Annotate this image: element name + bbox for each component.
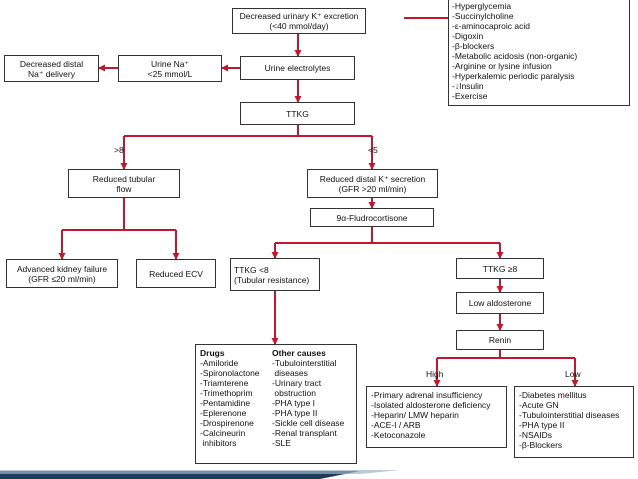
list-item: -Eplerenone bbox=[200, 408, 247, 418]
list-item: -PHA type II bbox=[272, 408, 318, 418]
drugs-heading: Drugs bbox=[200, 348, 225, 358]
high-renin-causes-box: -Primary adrenal insufficiency -Isolated… bbox=[366, 386, 507, 448]
low-renin-causes-box: -Diabetes mellitus -Acute GN -Tubulointe… bbox=[514, 386, 634, 458]
list-item: -ACE-I / ARB bbox=[371, 420, 421, 430]
list-item: -Pentamidine bbox=[200, 398, 251, 408]
list-item: -Amiloride bbox=[200, 358, 239, 368]
urine-na-node: Urine Na⁺ <25 mmol/L bbox=[118, 55, 222, 82]
list-item: -↓Insulin bbox=[452, 81, 484, 91]
list-item: -Tubulointerstitial bbox=[272, 358, 337, 368]
other-causes-column: Other causes -Tubulointerstitial disease… bbox=[272, 348, 344, 448]
tubular-resistance-causes-box: Drugs -Amiloride -Spironolactone -Triamt… bbox=[195, 344, 357, 464]
list-item: -Calcineurin bbox=[200, 428, 246, 438]
urine-electrolytes-node: Urine electrolytes bbox=[240, 56, 355, 80]
edge-label-high: High bbox=[426, 369, 444, 379]
decreased-distal-na-node: Decreased distal Na⁺ delivery bbox=[4, 55, 99, 82]
list-item: -Triamterene bbox=[200, 378, 249, 388]
list-item: -Acute GN bbox=[519, 400, 559, 410]
list-item: -Arginine or lysine infusion bbox=[452, 61, 552, 71]
list-item: obstruction bbox=[272, 388, 316, 398]
ttkg-node: TTKG bbox=[240, 102, 355, 125]
list-item: -β-blockers bbox=[452, 41, 495, 51]
list-item: -Tubulointerstitial diseases bbox=[519, 410, 620, 420]
decreased-urinary-k-excretion-node: Decreased urinary K⁺ excretion (<40 mmol… bbox=[232, 8, 366, 34]
drugs-column: Drugs -Amiloride -Spironolactone -Triamt… bbox=[200, 348, 260, 448]
reduced-distal-k-secretion-node: Reduced distal K⁺ secretion (GFR >20 ml/… bbox=[307, 169, 438, 198]
list-item: -Isolated aldosterone deficiency bbox=[371, 400, 491, 410]
list-item: -PHA type II bbox=[519, 420, 565, 430]
list-item: -Exercise bbox=[452, 91, 488, 101]
list-item: -Heparin/ LMW heparin bbox=[371, 410, 459, 420]
list-item: -Succinylcholine bbox=[452, 11, 514, 21]
list-item: inhibitors bbox=[200, 438, 237, 448]
list-item: -Spironolactone bbox=[200, 368, 260, 378]
list-item: -NSAIDs bbox=[519, 430, 553, 440]
edge-label-lt5: <5 bbox=[368, 145, 378, 155]
list-item: -SLE bbox=[272, 438, 291, 448]
edge-label-gt8: >8 bbox=[114, 145, 124, 155]
list-item: -ε-aminocaproic acid bbox=[452, 21, 530, 31]
list-item: -PHA type I bbox=[272, 398, 315, 408]
reduced-ecv-node: Reduced ECV bbox=[136, 259, 216, 288]
list-item: -Hyperkalemic periodic paralysis bbox=[452, 71, 575, 81]
list-item: -Diabetes mellitus bbox=[519, 390, 587, 400]
slide-footer-bar bbox=[0, 470, 400, 479]
list-item: -Urinary tract bbox=[272, 378, 322, 388]
list-item: -Drospirenone bbox=[200, 418, 254, 428]
list-item: -Primary adrenal insufficiency bbox=[371, 390, 483, 400]
list-item: -β-Blockers bbox=[519, 440, 563, 450]
edge-label-low: Low bbox=[565, 369, 581, 379]
list-item: -Digoxin bbox=[452, 31, 484, 41]
list-item: -Renal transplant bbox=[272, 428, 337, 438]
list-item: -Metabolic acidosis (non-organic) bbox=[452, 51, 578, 61]
list-item: diseases bbox=[272, 368, 308, 378]
ttkg-lt8-node: TTKG <8 (Tubular resistance) bbox=[230, 258, 320, 291]
top-right-causes-box: -Hyperglycemia -Succinylcholine -ε-amino… bbox=[448, 0, 630, 106]
low-aldosterone-node: Low aldosterone bbox=[456, 292, 544, 314]
advanced-kidney-failure-node: Advanced kidney failure (GFR ≤20 ml/min) bbox=[6, 259, 118, 288]
ttkg-ge8-node: TTKG ≥8 bbox=[456, 258, 544, 279]
list-item: -Hyperglycemia bbox=[452, 1, 512, 11]
other-causes-heading: Other causes bbox=[272, 348, 326, 358]
list-item: -Ketoconazole bbox=[371, 430, 426, 440]
fludrocortisone-node: 9α-Fludrocortisone bbox=[310, 208, 434, 227]
renin-node: Renin bbox=[456, 330, 544, 350]
list-item: -Trimethoprim bbox=[200, 388, 253, 398]
list-item: -Sickle cell disease bbox=[272, 418, 345, 428]
reduced-tubular-flow-node: Reduced tubular flow bbox=[68, 169, 180, 198]
